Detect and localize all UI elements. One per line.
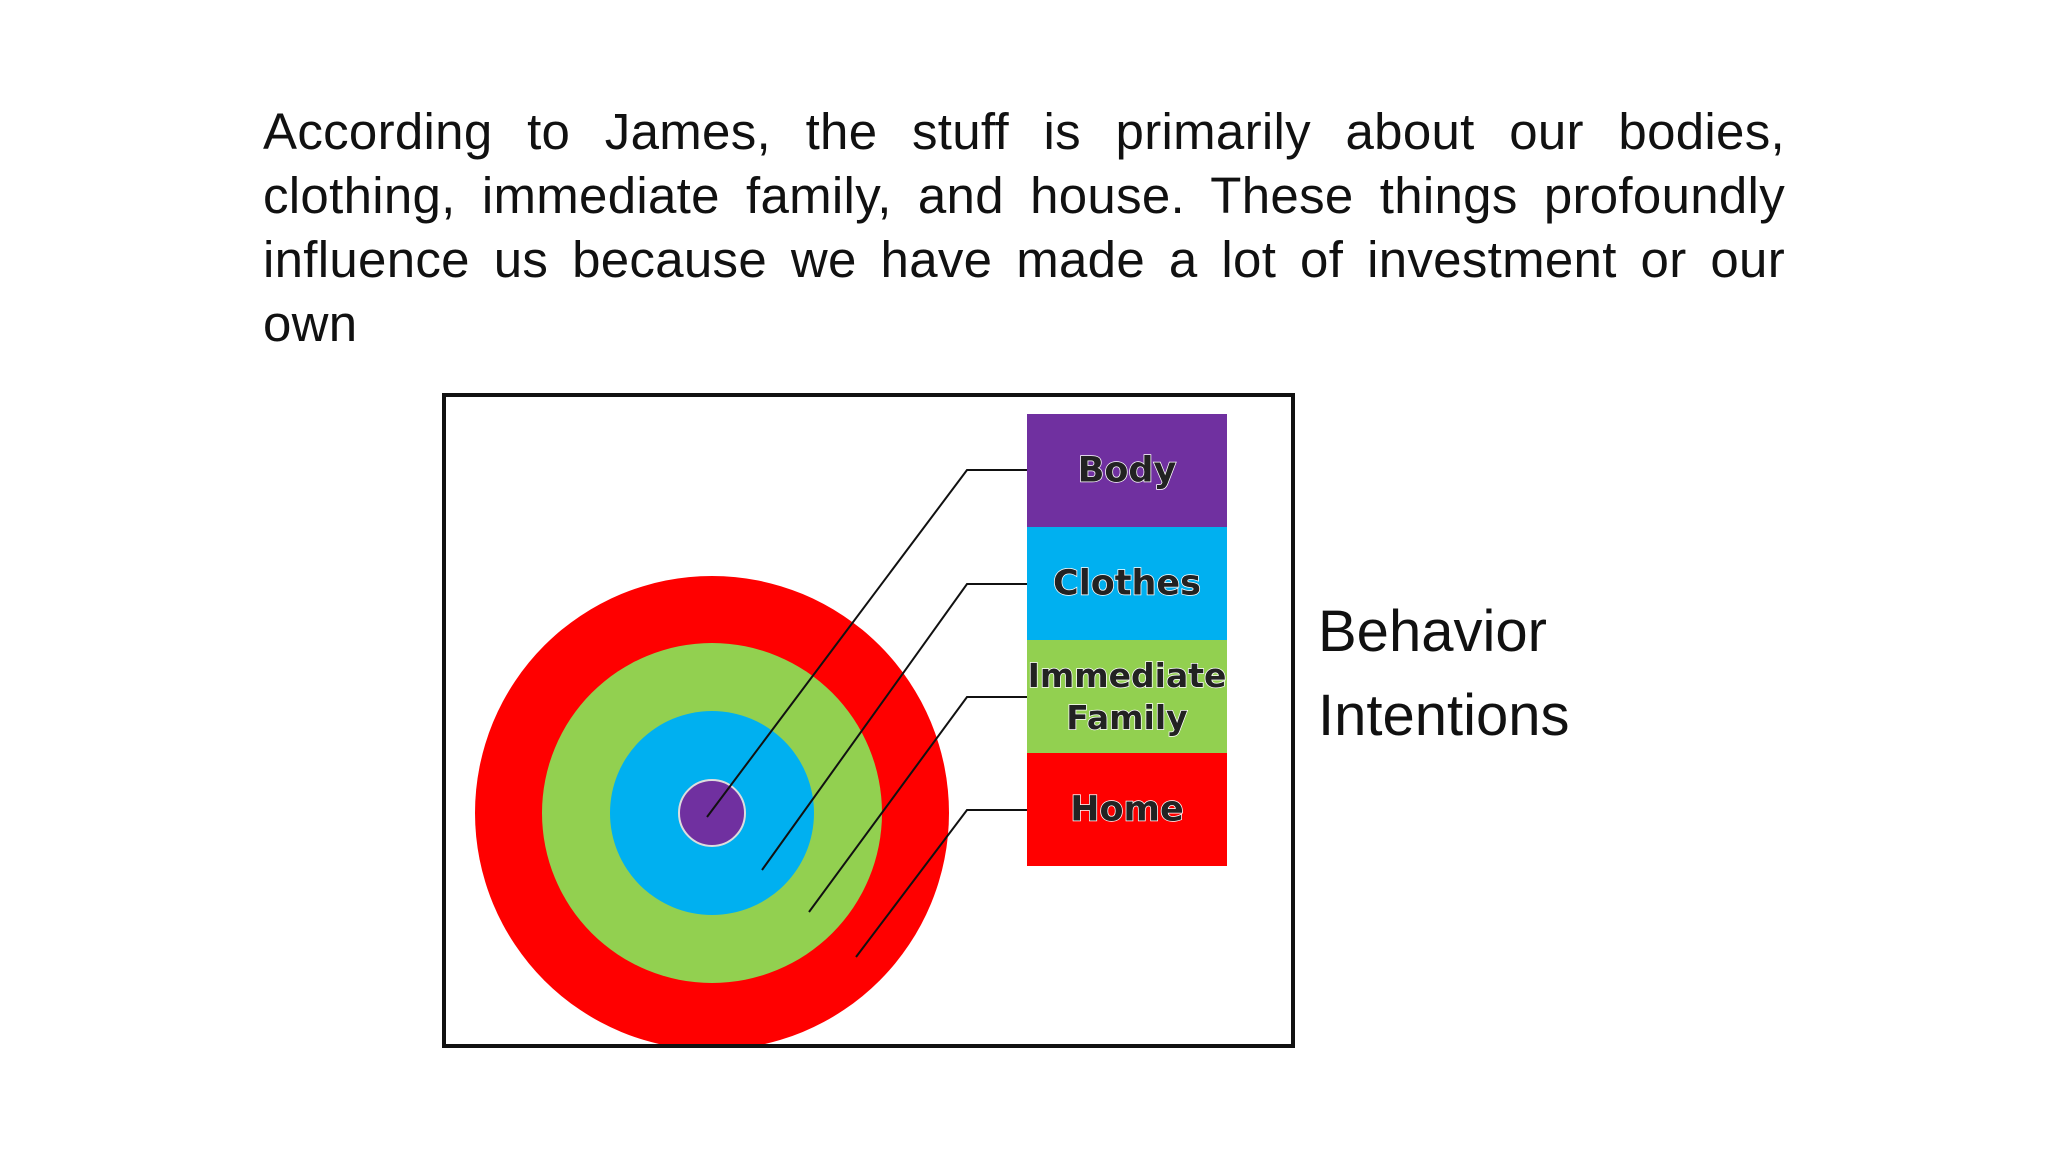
legend-box-body	[1027, 414, 1227, 527]
legend-label-immediate-family-1: Immediate	[1028, 656, 1227, 695]
legend-label-home: Home	[1070, 790, 1184, 830]
legend-box-clothes	[1027, 527, 1227, 640]
legend-box-home	[1027, 753, 1227, 866]
legend-label-immediate-family-2: Family	[1066, 698, 1187, 737]
side-label-line-2: Intentions	[1318, 683, 1570, 748]
behavior-intentions-label: Behavior Intentions	[1318, 590, 1570, 758]
legend-box-immediate-family	[1027, 640, 1227, 753]
leader-line-home	[855, 809, 1027, 958]
legend-label-body: Body	[1078, 451, 1177, 491]
slide-paragraph: According to James, the stuff is primari…	[263, 103, 1785, 352]
ring-body	[678, 779, 746, 847]
legend-label-clothes: Clothes	[1053, 564, 1201, 604]
leader-line-body	[706, 469, 1027, 818]
leader-line-clothes	[761, 583, 1027, 871]
side-label-line-1: Behavior	[1318, 599, 1547, 664]
leader-line-immediate-family	[808, 696, 1027, 913]
